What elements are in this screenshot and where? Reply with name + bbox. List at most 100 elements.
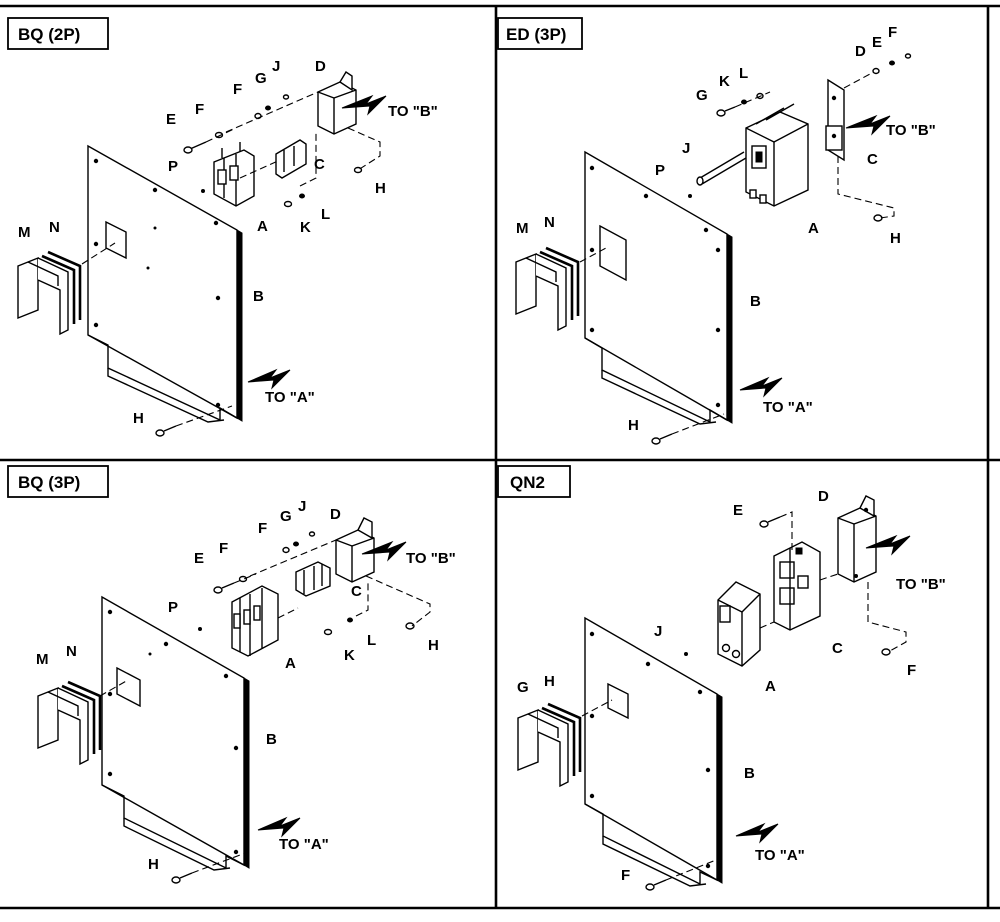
panel-title: BQ (3P) (18, 473, 80, 492)
arrow-to-b (865, 534, 911, 556)
arrow-to-a (257, 816, 301, 838)
callout-l: L (321, 206, 330, 223)
callout-m: M (18, 224, 31, 241)
panel-title-box: BQ (2P) (7, 17, 109, 50)
callout-e: E (733, 502, 743, 519)
panel-qn2: QN2 (497, 465, 946, 891)
hardware-screws (651, 53, 912, 445)
callout-f: F (258, 520, 267, 537)
dead-front-bracket (17, 250, 82, 336)
panel-bq-2p: BQ (2P) (7, 17, 438, 437)
arrow-to-a (739, 376, 783, 398)
dead-front-bracket (37, 680, 102, 766)
hardware-screws (645, 516, 891, 891)
callout-n: N (66, 643, 77, 660)
to-b-label: TO "B" (896, 576, 946, 593)
callout-e: E (166, 111, 176, 128)
cover-d (837, 495, 877, 583)
bracket-c (825, 78, 845, 162)
callout-a: A (285, 655, 296, 672)
arrow-to-b (361, 540, 407, 562)
to-a-label: TO "A" (763, 399, 813, 416)
callout-letters: A B C D E F F G H H J K L M N P (18, 58, 386, 427)
callout-n: N (49, 219, 60, 236)
callout-c: C (351, 583, 362, 600)
callout-j: J (298, 498, 306, 515)
cover-d (335, 517, 375, 583)
callout-p: P (168, 599, 178, 616)
panel-ed-3p: ED (3P) (497, 17, 936, 445)
callout-h: H (544, 673, 555, 690)
callout-f: F (621, 867, 630, 884)
to-b-label: TO "B" (886, 122, 936, 139)
callout-b: B (744, 765, 755, 782)
callout-e: E (194, 550, 204, 567)
dead-front-bracket (517, 702, 582, 788)
callout-letters: A B C D E F G H H J K L M N P (516, 24, 901, 434)
arrow-to-b (845, 114, 891, 136)
callout-j: J (272, 58, 280, 75)
callout-m: M (516, 220, 529, 237)
to-a-label: TO "A" (265, 389, 315, 406)
cover-d (317, 71, 357, 135)
callout-a: A (765, 678, 776, 695)
callout-f: F (219, 540, 228, 557)
panel-bq-3p: BQ (3P) (7, 465, 456, 884)
callout-c: C (867, 151, 878, 168)
breaker-a (717, 581, 761, 667)
callout-a: A (257, 218, 268, 235)
callout-d: D (818, 488, 829, 505)
callout-a: A (808, 220, 819, 237)
callout-e: E (872, 34, 882, 51)
bracket-c (295, 561, 331, 597)
callout-b: B (266, 731, 277, 748)
bracket-c (275, 139, 307, 179)
to-a-label: TO "A" (279, 836, 329, 853)
callout-g: G (280, 508, 292, 525)
arrow-to-b (341, 94, 387, 116)
callout-p: P (655, 162, 665, 179)
callout-f: F (233, 81, 242, 98)
callout-k: K (300, 219, 311, 236)
hardware-screws (171, 531, 415, 884)
breaker-a (745, 103, 809, 207)
callout-g: G (696, 87, 708, 104)
callout-g: G (517, 679, 529, 696)
panel-title-box: QN2 (497, 465, 571, 498)
panel-title: QN2 (510, 473, 545, 492)
breaker-a (231, 585, 279, 657)
callout-h: H (375, 180, 386, 197)
arrow-to-a (247, 368, 291, 390)
callout-n: N (544, 214, 555, 231)
callout-c: C (314, 156, 325, 173)
callout-l: L (367, 632, 376, 649)
back-panel (87, 144, 243, 423)
back-panel (584, 616, 723, 887)
panel-title-box: ED (3P) (497, 17, 583, 50)
back-panel (101, 595, 250, 871)
callout-d: D (330, 506, 341, 523)
dead-front-bracket (515, 246, 580, 332)
to-b-label: TO "B" (406, 550, 456, 567)
callout-h: H (428, 637, 439, 654)
callout-m: M (36, 651, 49, 668)
callout-f: F (907, 662, 916, 679)
callout-g: G (255, 70, 267, 87)
callout-letters: A B C D E F F G H J (517, 488, 916, 884)
to-a-label: TO "A" (755, 847, 805, 864)
callout-d: D (855, 43, 866, 60)
callout-letters: A B C D E F F G H H J K L M N P (36, 498, 439, 873)
callout-f: F (195, 101, 204, 118)
callout-k: K (719, 73, 730, 90)
panel-title: ED (3P) (506, 25, 566, 44)
callout-c: C (832, 640, 843, 657)
callout-h: H (148, 856, 159, 873)
bracket-c (773, 541, 821, 631)
callout-b: B (253, 288, 264, 305)
sheet-frame (0, 4, 1000, 910)
panel-title-box: BQ (3P) (7, 465, 109, 498)
callout-h: H (628, 417, 639, 434)
to-b-label: TO "B" (388, 103, 438, 120)
callout-h: H (133, 410, 144, 427)
back-panel (584, 150, 733, 425)
